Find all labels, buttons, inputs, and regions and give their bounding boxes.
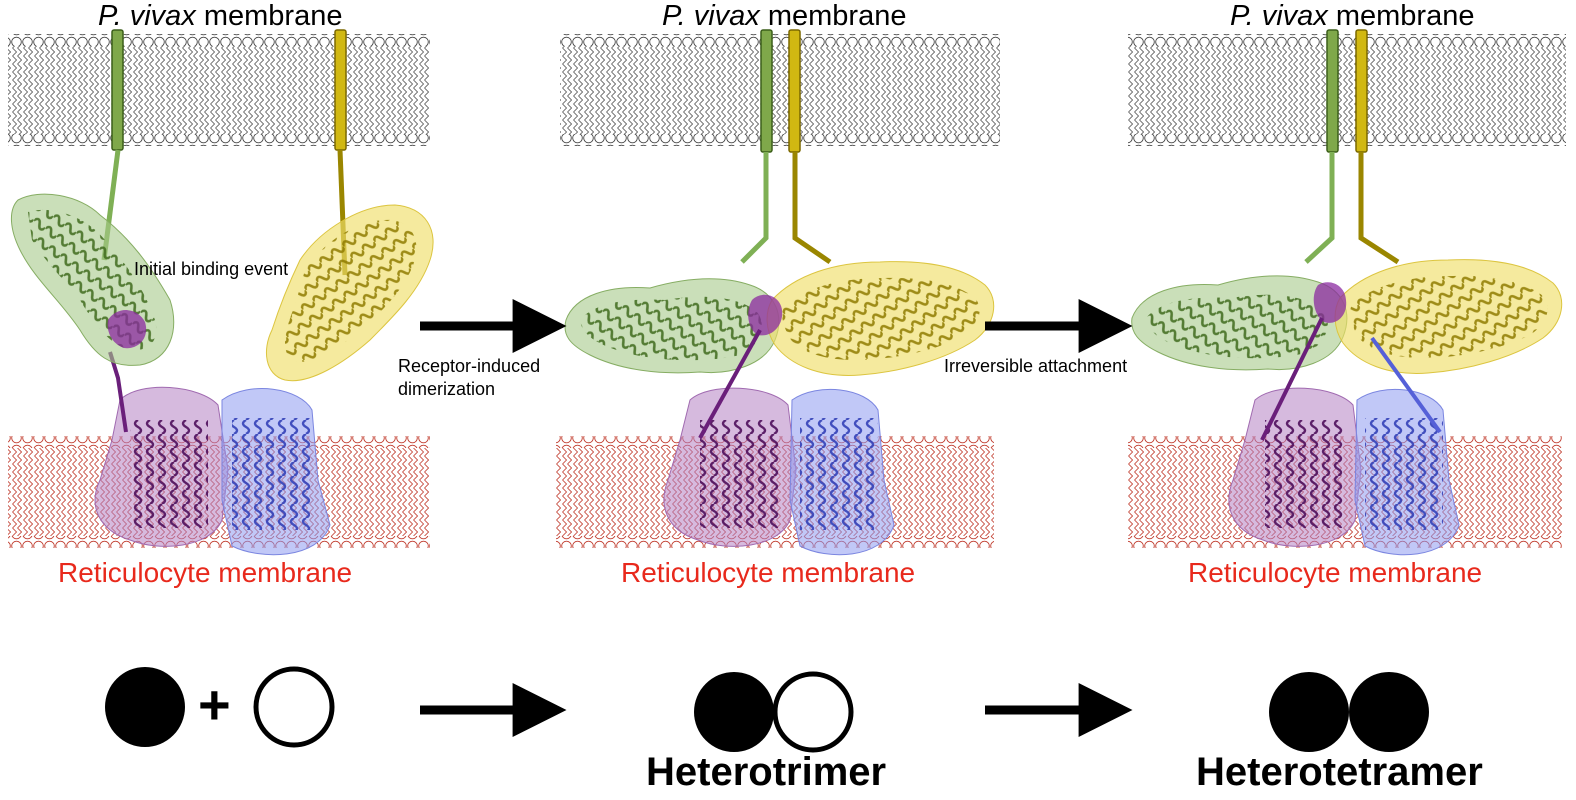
- heterotrimer-label: Heterotrimer: [646, 750, 887, 794]
- reticulocyte-membrane-label-left: Reticulocyte membrane: [58, 557, 353, 588]
- schematic-row: [105, 666, 1429, 753]
- panel-middle-proteins: [564, 29, 995, 556]
- parasite-membrane-title-middle: P. vivax membrane: [662, 0, 907, 32]
- parasite-membrane-title-right: P. vivax membrane: [1230, 0, 1475, 32]
- receptor-induced-label: Receptor-induced: [398, 356, 541, 376]
- parasite-membrane-middle: [560, 34, 1000, 146]
- heterotetramer-right: [1349, 672, 1429, 752]
- parasite-membrane-title-left: P. vivax membrane: [98, 0, 343, 32]
- parasite-membrane-left: [8, 34, 430, 146]
- panel-left-proteins: [11, 29, 434, 556]
- reticulocyte-membrane-label-middle: Reticulocyte membrane: [621, 557, 916, 588]
- heterotetramer-label: Heterotetramer: [1196, 750, 1483, 794]
- panel-right-proteins: [1131, 29, 1563, 556]
- monomer-filled: [105, 667, 185, 747]
- plus-sign: +: [198, 673, 231, 736]
- dimerization-label: dimerization: [398, 379, 496, 399]
- heterotrimer-filled: [694, 672, 774, 752]
- parasite-membrane-right: [1128, 34, 1566, 146]
- monomer-empty: [253, 666, 335, 748]
- heterotrimer-empty: [772, 671, 854, 753]
- initial-binding-label: Initial binding event: [134, 259, 289, 279]
- reticulocyte-membrane-label-right: Reticulocyte membrane: [1188, 557, 1483, 588]
- irreversible-attachment-label: Irreversible attachment: [944, 356, 1128, 376]
- heterotetramer-left: [1269, 672, 1349, 752]
